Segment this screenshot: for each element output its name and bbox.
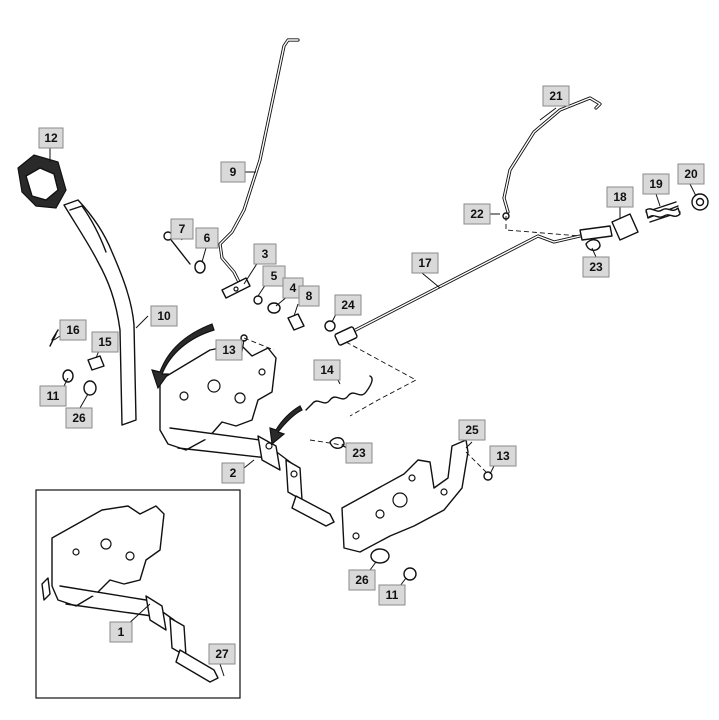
svg-text:17: 17 [418,256,432,270]
small-hardware [49,212,510,692]
svg-text:25: 25 [465,423,479,437]
svg-text:9: 9 [230,165,237,179]
callout-20: 20 [677,163,705,185]
handle-grip [17,154,67,209]
callout-11-left: 11 [39,385,67,407]
svg-text:15: 15 [98,335,112,349]
rod-21 [502,96,602,214]
svg-text:12: 12 [44,131,58,145]
callout-26-left: 26 [65,407,93,429]
svg-text:5: 5 [271,269,278,283]
inset-box [35,489,241,699]
svg-text:24: 24 [341,298,355,312]
svg-text:21: 21 [549,89,563,103]
svg-text:19: 19 [649,177,663,191]
callout-17: 17 [411,252,439,274]
svg-text:11: 11 [386,588,399,602]
svg-text:1: 1 [118,625,125,639]
left-bracket [159,343,277,451]
callout-8: 8 [298,285,320,307]
pivot-shaft [169,427,335,527]
svg-text:7: 7 [179,222,186,236]
callout-14: 14 [313,359,341,381]
callout-6: 6 [195,227,219,249]
callout-23-mid: 23 [345,442,373,464]
svg-text:4: 4 [290,281,297,295]
svg-text:6: 6 [204,231,211,245]
callout-5: 5 [262,265,286,287]
callout-3: 3 [253,243,277,265]
callout-19: 19 [642,173,670,195]
callout-13-left: 13 [215,339,243,361]
svg-text:23: 23 [352,446,366,460]
callout-15: 15 [91,331,119,353]
callout-7: 7 [170,218,194,240]
callout-12: 12 [38,127,64,149]
svg-text:18: 18 [613,190,627,204]
svg-text:13: 13 [496,449,510,463]
callout-1: 1 [109,621,133,643]
height-rod-9 [218,38,300,286]
svg-text:26: 26 [355,573,369,587]
lift-handle [63,199,137,426]
callout-23-top: 23 [582,256,610,278]
svg-text:23: 23 [589,260,603,274]
svg-text:16: 16 [66,323,80,337]
extension-spring [305,375,373,411]
svg-text:22: 22 [470,207,484,221]
callout-25: 25 [458,419,486,441]
callout-18: 18 [606,186,634,208]
svg-text:3: 3 [262,247,269,261]
svg-text:11: 11 [47,389,60,403]
spring-assembly [579,193,709,241]
svg-text:14: 14 [320,363,334,377]
callout-13-right: 13 [489,445,517,467]
callout-27: 27 [208,643,236,665]
svg-text:27: 27 [215,647,229,661]
callout-21: 21 [542,85,570,107]
callout-16: 16 [59,319,87,341]
right-bracket [341,439,469,553]
callout-24: 24 [334,294,362,316]
long-rod-17 [334,234,582,346]
svg-text:26: 26 [72,411,86,425]
svg-text:13: 13 [222,343,236,357]
callout-2: 2 [221,462,245,484]
svg-text:8: 8 [306,289,313,303]
svg-text:20: 20 [684,167,698,181]
callout-26-right: 26 [348,569,376,591]
callout-9: 9 [220,161,246,183]
arrows [151,323,303,446]
callout-11-right: 11 [378,584,406,606]
cotter-pins [329,239,601,449]
callout-10: 10 [150,305,178,327]
svg-text:10: 10 [157,309,171,323]
callout-22: 22 [463,203,491,225]
svg-text:2: 2 [230,466,237,480]
